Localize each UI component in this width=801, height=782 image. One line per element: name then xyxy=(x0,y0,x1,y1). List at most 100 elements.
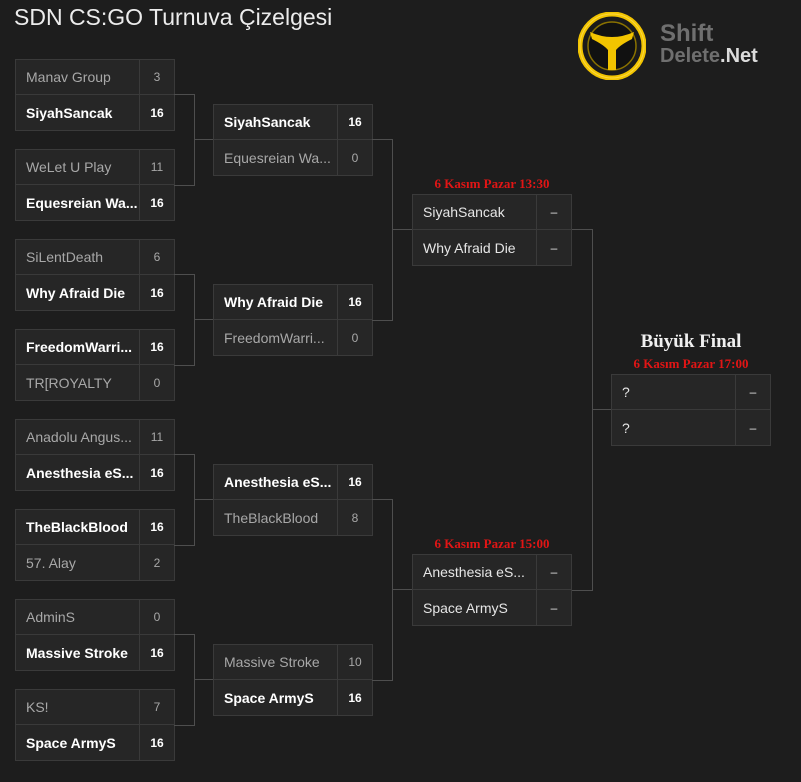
match-final[interactable]: ?– ?– xyxy=(611,374,771,446)
team-score: 0 xyxy=(337,140,372,175)
team-slot[interactable]: SiyahSancak – xyxy=(413,195,571,230)
team-name: KS! xyxy=(26,699,49,715)
team-name: Anesthesia eS... xyxy=(26,464,134,481)
bracket-connector xyxy=(592,409,611,410)
bracket-connector xyxy=(372,499,393,681)
logo-net-text: .Net xyxy=(720,45,758,67)
team-name: WeLet U Play xyxy=(26,159,112,175)
team-slot[interactable]: Why Afraid Die 16 xyxy=(16,275,174,310)
team-name: SiyahSancak xyxy=(423,204,505,220)
team-score: – xyxy=(735,410,770,445)
team-score: 7 xyxy=(139,690,174,724)
team-score: 11 xyxy=(139,420,174,454)
team-score: 2 xyxy=(139,545,174,580)
team-name: Equesreian Wa... xyxy=(26,194,138,211)
team-name: SiyahSancak xyxy=(224,114,311,130)
team-slot[interactable]: Equesreian Wa...0 xyxy=(214,140,372,175)
team-score: 0 xyxy=(337,320,372,355)
team-name: Manav Group xyxy=(26,69,111,85)
match-r2-1[interactable]: SiyahSancak 16 Equesreian Wa...0 xyxy=(213,104,373,176)
semi-1-schedule: 6 Kasım Pazar 13:30 xyxy=(434,176,550,191)
match-semi-2[interactable]: Anesthesia eS...– Space ArmyS– xyxy=(412,554,572,626)
team-name: Anadolu Angus... xyxy=(26,429,132,445)
logo-delete-text: Delete xyxy=(660,45,721,67)
team-score: 16 xyxy=(337,285,372,319)
team-slot[interactable]: Space ArmyS 16 xyxy=(16,725,174,760)
team-slot[interactable]: Equesreian Wa...16 xyxy=(16,185,174,220)
team-name: Why Afraid Die xyxy=(423,239,516,256)
bracket-connector xyxy=(194,319,213,320)
team-score: 0 xyxy=(139,365,174,400)
bracket-connector xyxy=(174,454,195,546)
team-score: 11 xyxy=(139,150,174,184)
team-slot[interactable]: SiLentDeath 6 xyxy=(16,240,174,275)
match-semi-1[interactable]: SiyahSancak – Why Afraid Die– xyxy=(412,194,572,266)
team-slot[interactable]: Anesthesia eS...– xyxy=(413,555,571,590)
bracket-connector xyxy=(572,229,593,591)
team-slot[interactable]: SiyahSancak 16 xyxy=(214,105,372,140)
team-score: 16 xyxy=(139,275,174,310)
team-slot[interactable]: ?– xyxy=(612,375,770,410)
team-name: ? xyxy=(622,419,630,436)
team-name: AdminS xyxy=(26,609,76,625)
bracket-connector xyxy=(194,139,213,140)
team-score: 16 xyxy=(337,465,372,499)
team-slot[interactable]: ?– xyxy=(612,410,770,445)
team-name: SiLentDeath xyxy=(26,249,104,265)
shiftdelete-logo[interactable]: Shift Delete.Net xyxy=(578,12,778,80)
team-name: TheBlackBlood xyxy=(26,519,128,535)
team-name: Space ArmyS xyxy=(26,734,116,751)
logo-shift-text: Shift xyxy=(660,20,714,47)
match-r1-2[interactable]: WeLet U Play 11 Equesreian Wa...16 xyxy=(15,149,175,221)
team-name: Why Afraid Die xyxy=(26,284,126,301)
bracket-connector xyxy=(372,139,393,321)
match-r1-5[interactable]: Anadolu Angus... 11 Anesthesia eS... 16 xyxy=(15,419,175,491)
team-name: TheBlackBlood xyxy=(224,509,319,526)
team-score: 6 xyxy=(139,240,174,274)
team-score: – xyxy=(536,195,571,229)
team-slot[interactable]: 57. Alay 2 xyxy=(16,545,174,580)
team-score: 16 xyxy=(139,725,174,760)
match-r1-8[interactable]: KS! 7 Space ArmyS 16 xyxy=(15,689,175,761)
team-name: Space ArmyS xyxy=(224,689,314,706)
team-slot[interactable]: WeLet U Play 11 xyxy=(16,150,174,185)
team-slot[interactable]: KS! 7 xyxy=(16,690,174,725)
team-slot[interactable]: Anadolu Angus... 11 xyxy=(16,420,174,455)
team-slot[interactable]: Anesthesia eS...16 xyxy=(214,465,372,500)
bracket-connector xyxy=(174,274,195,366)
bracket-connector xyxy=(194,679,213,680)
team-name: FreedomWarri... xyxy=(224,329,325,346)
team-slot[interactable]: FreedomWarri... 0 xyxy=(214,320,372,355)
team-name: Massive Stroke xyxy=(26,644,128,661)
team-slot[interactable]: Why Afraid Die– xyxy=(413,230,571,265)
team-score: 16 xyxy=(139,185,174,220)
team-name: SiyahSancak xyxy=(26,104,113,121)
team-slot[interactable]: Anesthesia eS... 16 xyxy=(16,455,174,490)
match-r1-3[interactable]: SiLentDeath 6 Why Afraid Die 16 xyxy=(15,239,175,311)
team-name: Massive Stroke xyxy=(224,654,320,670)
team-slot[interactable]: FreedomWarri...16 xyxy=(16,330,174,365)
semi-2-schedule: 6 Kasım Pazar 15:00 xyxy=(434,536,550,551)
team-name: 57. Alay xyxy=(26,554,76,571)
team-score: 16 xyxy=(139,455,174,490)
team-name: ? xyxy=(622,384,630,400)
team-slot[interactable]: Space ArmyS– xyxy=(413,590,571,625)
team-score: 16 xyxy=(337,105,372,139)
